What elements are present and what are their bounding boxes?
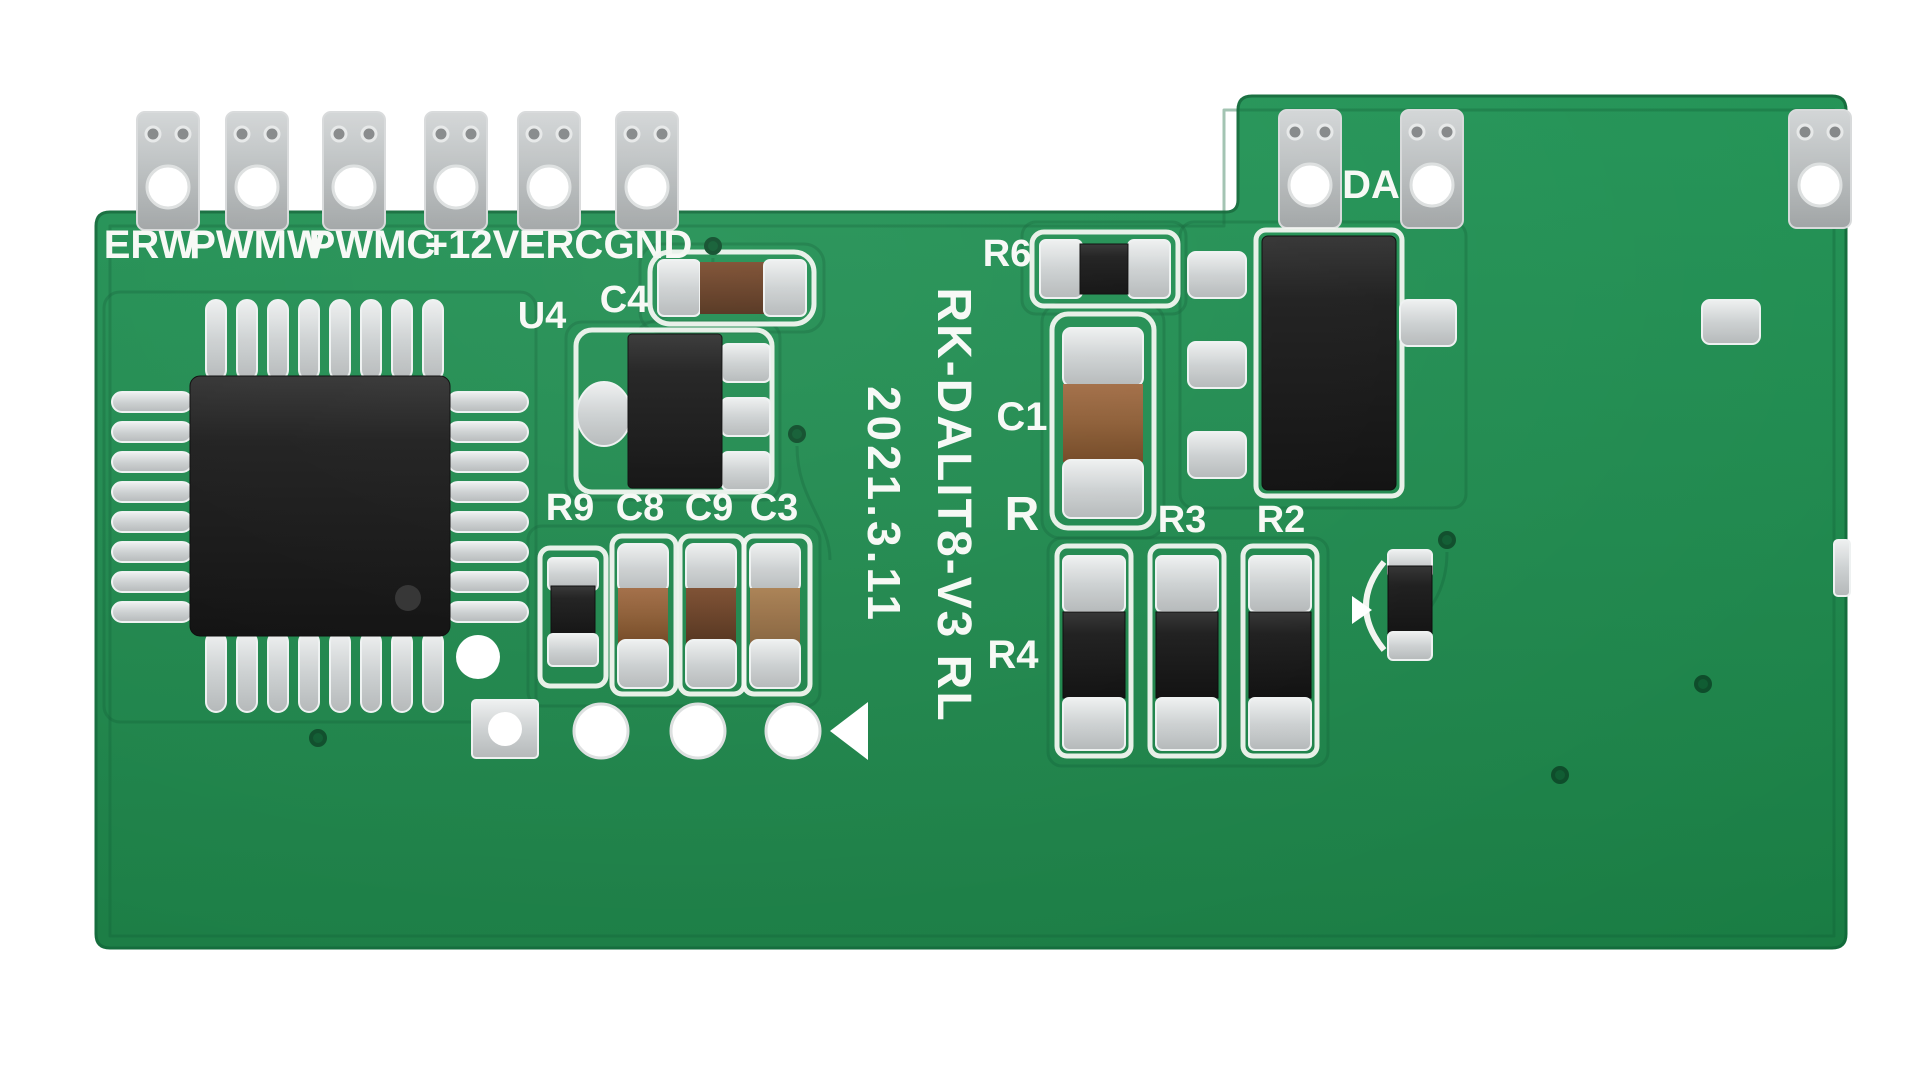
light-sheen (0, 0, 1920, 1080)
pcb-photo: DA ERW PWMW PWMC +12V ERC GND U (0, 0, 1920, 1080)
photo-canvas: DA ERW PWMW PWMC +12V ERC GND U (0, 0, 1920, 1080)
